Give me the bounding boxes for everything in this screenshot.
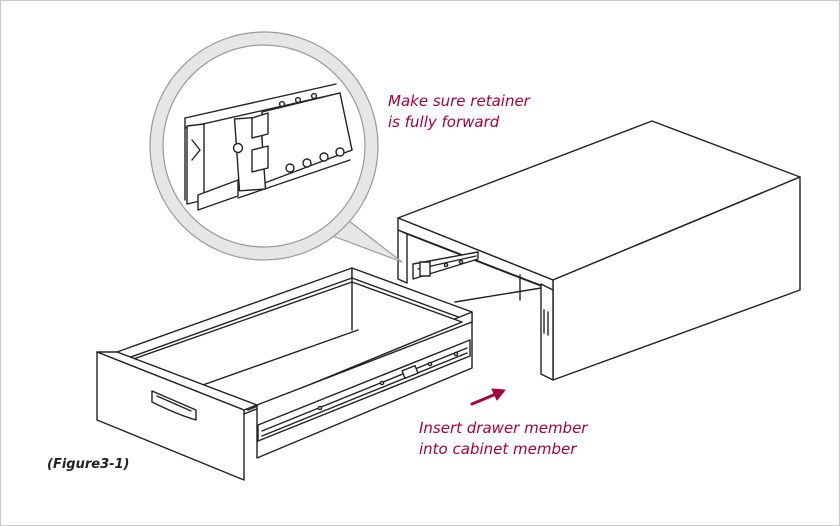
drawer-slide-rail-groove (261, 352, 468, 437)
cabinet-slide-retainer (419, 261, 431, 277)
detail-rail-edge (237, 159, 351, 199)
drawer (96, 267, 473, 481)
detail-retainer-tab (251, 112, 269, 139)
retainer-detail (184, 83, 353, 211)
detail-rail-hole (319, 152, 329, 162)
insert-annotation-line: Insert drawer member (419, 419, 588, 437)
drawer-front-panel (96, 351, 245, 481)
cabinet-slide-member (412, 251, 549, 336)
detail-left-bracket (186, 123, 205, 205)
drawer-slide-member (257, 339, 471, 442)
retainer-annotation: Make sure retainer is fully forward (388, 91, 530, 133)
cabinet-inner-floor-edge (454, 287, 542, 303)
drawer-slide-disconnect-lever (401, 364, 419, 380)
arrow-head (491, 388, 506, 401)
drawer-floor-line (199, 329, 359, 387)
cabinet-slide-screw-hole (443, 262, 449, 268)
detail-rail-hole (310, 92, 318, 100)
detail-retainer-hole (232, 142, 244, 154)
drawer-slide-screw-hole (453, 351, 459, 357)
detail-left-bracket-lip (191, 139, 201, 161)
drawer-slide-screw-hole (317, 405, 323, 411)
drawer-slide-rail-groove (261, 347, 468, 432)
detail-bottom-plate (197, 179, 239, 211)
drawer-handle-inner (156, 395, 192, 412)
figure-caption: (Figure3-1) (47, 457, 130, 472)
detail-rail-hole (278, 100, 286, 108)
detail-rail-hole (335, 147, 345, 157)
drawer-slide-screw-hole (379, 380, 385, 386)
insert-direction-arrow (470, 388, 506, 406)
cabinet-slide-screw-hole (458, 259, 464, 265)
detail-rail-hole (294, 96, 302, 104)
arrow-shaft (470, 392, 498, 406)
insert-annotation: Insert drawer member into cabinet member (419, 418, 587, 460)
cabinet-front-left-panel (397, 229, 408, 284)
drawer-slide-screw-hole (427, 361, 433, 367)
detail-rail-hole (285, 163, 295, 173)
insert-annotation-line: into cabinet member (419, 440, 577, 458)
retainer-annotation-line: is fully forward (388, 113, 500, 131)
detail-rail-edge (184, 83, 337, 119)
retainer-annotation-line: Make sure retainer (388, 92, 530, 110)
detail-rail-hole (302, 158, 312, 168)
detail-retainer-tab (251, 145, 269, 173)
cabinet-front-side-panel (540, 283, 554, 381)
